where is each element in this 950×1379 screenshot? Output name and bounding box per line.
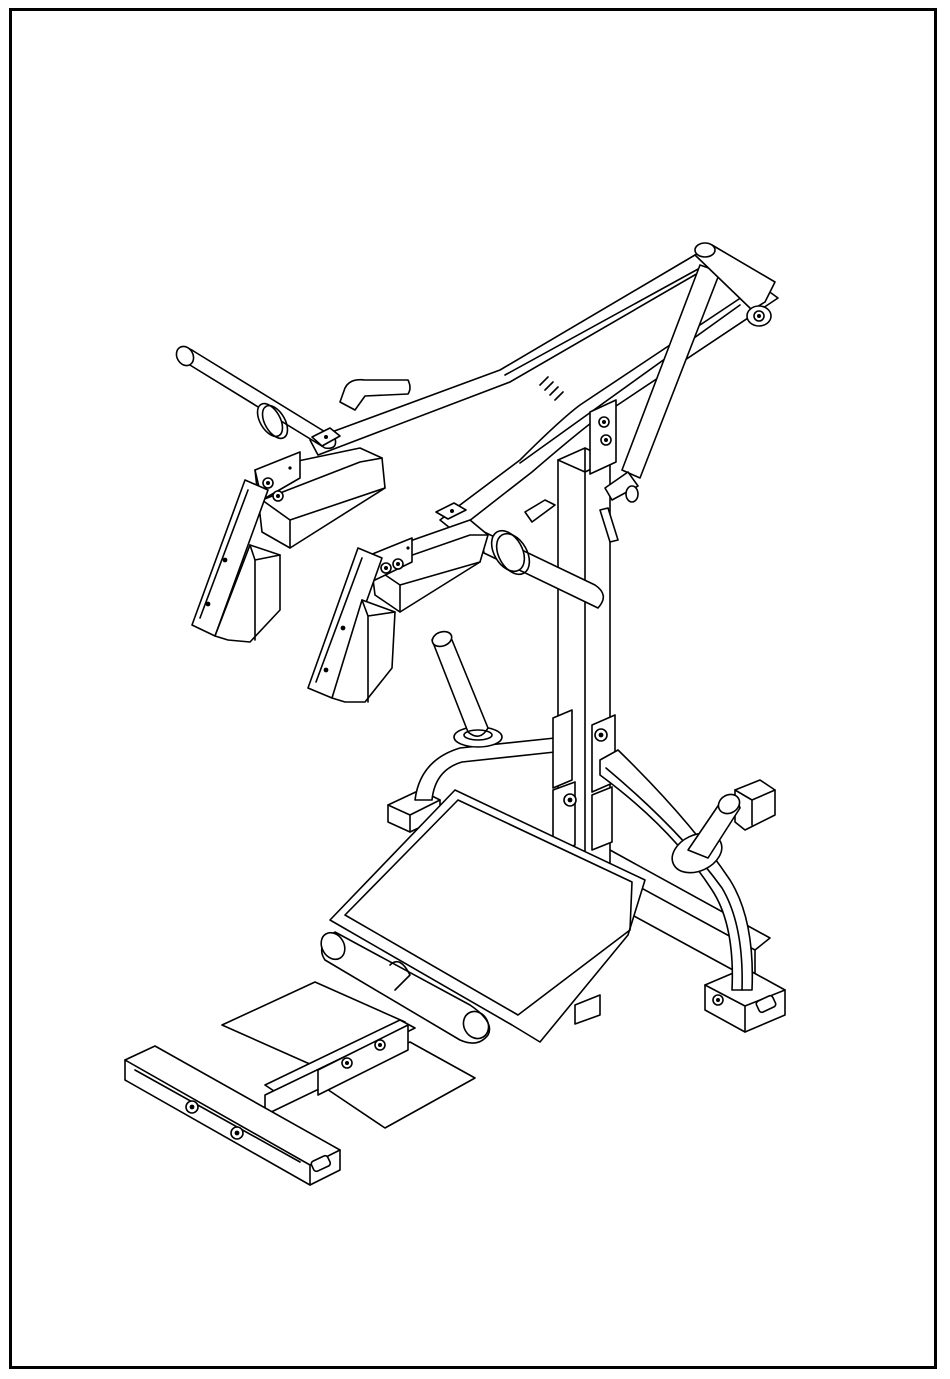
bolt-icon — [713, 995, 723, 1005]
weight-horn-left — [430, 629, 502, 747]
left-handle — [173, 343, 340, 448]
bolt-icon — [564, 794, 576, 806]
top-lever-arm — [310, 243, 778, 542]
bolt-icon — [595, 729, 607, 741]
